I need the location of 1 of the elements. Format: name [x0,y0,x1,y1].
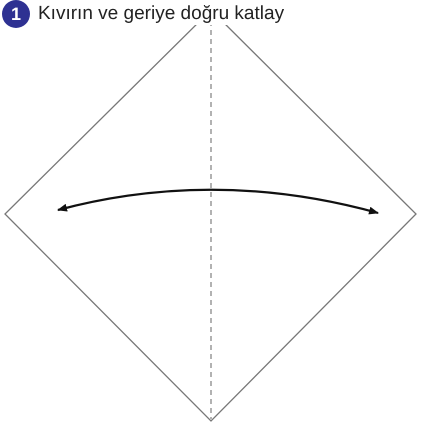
step-number: 1 [2,0,30,28]
